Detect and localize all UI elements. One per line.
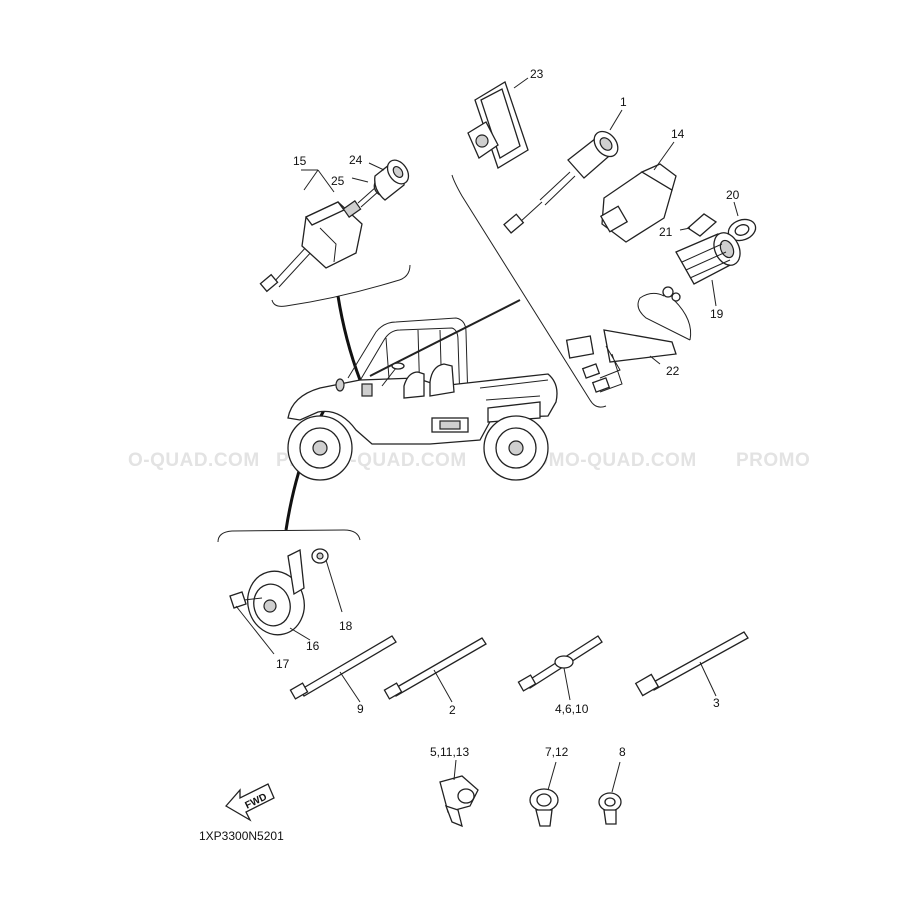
clamp-5-11-13: 5,11,13 [430,745,479,828]
cable-tie-4-6-10: 4,6,10 [517,635,603,716]
watermark-3: PROMO-QUAD.COM [506,450,697,471]
callout-15: 15 [293,154,307,168]
diagram-code: 1XP3300N5201 [199,829,284,843]
callout-19: 19 [710,307,724,321]
callout-18: 18 [339,619,353,633]
callout-1: 1 [620,95,627,109]
clamp-7-12: 7,12 [529,745,569,827]
callout-5-11-13: 5,11,13 [430,745,469,759]
group-horn: 18 17 16 [217,529,361,671]
callout-9: 9 [357,702,364,716]
callout-22: 22 [666,364,680,378]
callout-7-12: 7,12 [545,745,569,759]
watermark-4: PROMO [736,450,810,471]
callout-4-6-10: 4,6,10 [555,702,589,716]
callout-8: 8 [619,745,626,759]
cable-tie-2: 2 [383,637,487,717]
callout-20: 20 [726,188,740,202]
group-switch-15: 15 25 24 [259,153,411,307]
cable-tie-9: 9 [289,635,397,716]
callout-21: 21 [659,225,673,239]
cable-tie-3: 3 [634,631,749,710]
callout-16: 16 [306,639,320,653]
callout-24: 24 [349,153,363,167]
callout-2: 2 [449,703,456,717]
callout-23: 23 [530,67,544,81]
callout-3: 3 [713,696,720,710]
callout-17: 17 [276,657,290,671]
clamp-8: 8 [598,745,626,825]
callout-14: 14 [671,127,685,141]
callout-25: 25 [331,174,345,188]
group-main-switch: 23 1 14 20 21 19 [451,67,757,408]
watermark-1: O-QUAD.COM [128,450,260,471]
fwd-arrow: FWD [224,783,275,822]
vehicle-illustration [284,295,558,531]
